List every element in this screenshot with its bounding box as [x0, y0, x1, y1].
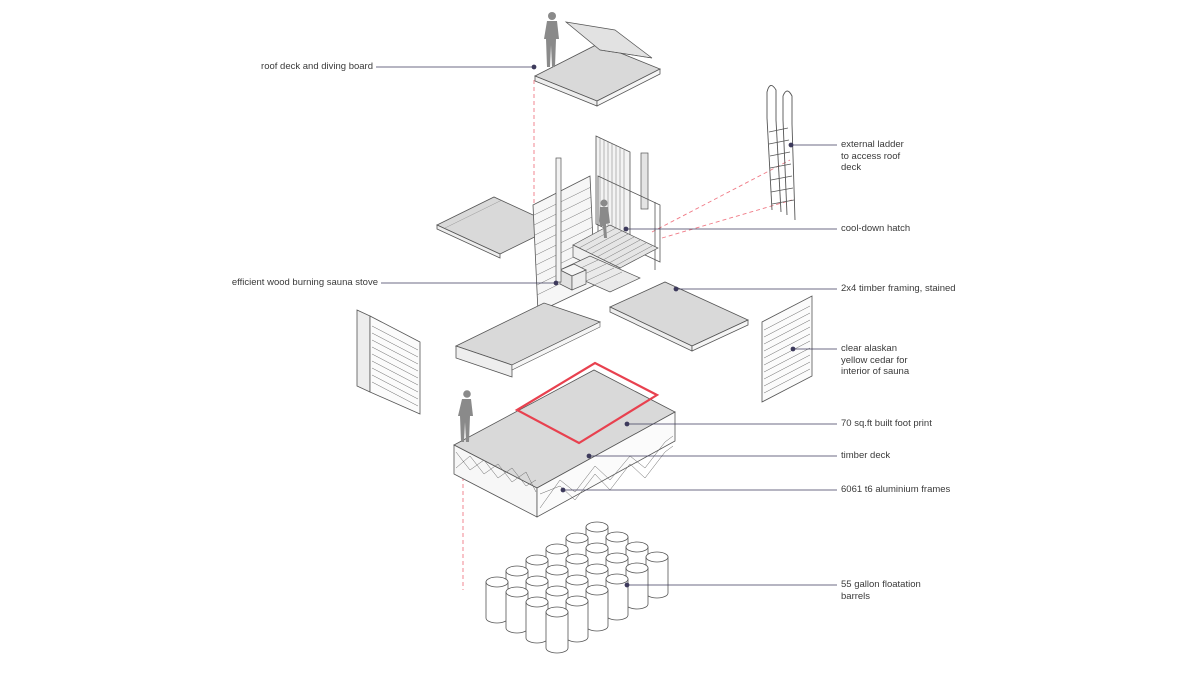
label-wood-stove: efficient wood burning sauna stove — [231, 277, 378, 288]
label-ladder: external ladder to access roof deck — [841, 139, 904, 173]
leader-lines — [376, 64, 837, 588]
barrel — [565, 595, 589, 643]
sauna-interior — [532, 135, 661, 313]
label-barrels: 55 gallon floatation barrels — [841, 579, 921, 602]
label-framing: 2x4 timber framing, stained — [841, 283, 956, 294]
timber-deck-platform — [453, 361, 676, 518]
roof-deck — [534, 21, 661, 107]
footprint-outline — [514, 361, 660, 445]
external-ladder — [766, 85, 796, 221]
label-hatch: cool-down hatch — [841, 223, 911, 234]
floatation-barrels — [485, 521, 669, 654]
barrel — [525, 596, 549, 644]
person-silhouette-roof — [544, 12, 559, 67]
wall-panel-left — [356, 309, 421, 415]
label-cedar: clear alaskan yellow cedar for interior … — [841, 343, 910, 377]
floor-panel-right — [609, 281, 749, 352]
label-footprint: 70 sq.ft built foot print — [841, 418, 932, 429]
barrel — [625, 562, 649, 610]
alignment-dashed-lines — [462, 80, 793, 590]
label-frames: 6061 t6 aluminium frames — [841, 484, 951, 495]
person-silhouette-deck — [458, 390, 473, 442]
barrel — [505, 586, 529, 634]
barrel — [645, 551, 669, 599]
barrel — [585, 584, 609, 632]
label-roof-deck: roof deck and diving board — [261, 61, 373, 72]
label-timber-deck: timber deck — [841, 450, 891, 461]
barrel — [485, 576, 509, 624]
left-wall-panel — [436, 196, 558, 259]
floor-panel-left — [454, 302, 602, 378]
barrel — [545, 606, 569, 654]
barrel — [605, 573, 629, 621]
wall-panel-right — [761, 295, 813, 403]
